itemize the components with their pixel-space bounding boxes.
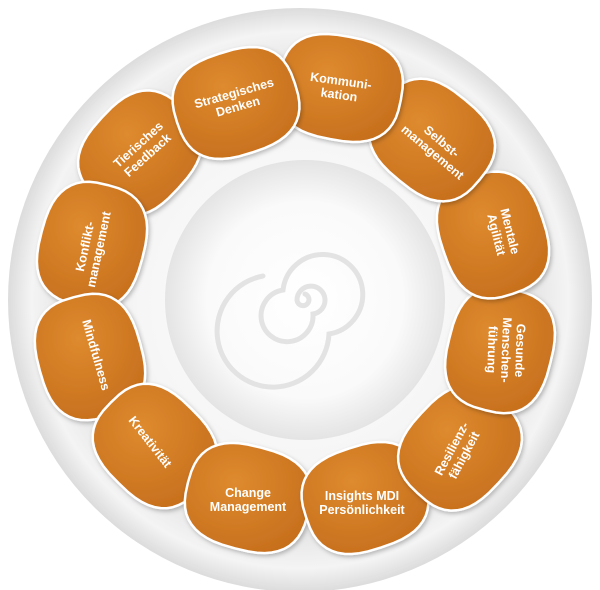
segment-label-line: Insights MDI: [325, 489, 399, 503]
segments-layer: TierischesFeedbackKonflikt-managementMin…: [33, 32, 557, 556]
segment-gesunde-menschenfuehrung: GesundeMenschen-führung: [443, 285, 557, 415]
segment-label-line: Gesunde: [512, 324, 528, 378]
segment-shape-strategisches-denken: [171, 45, 301, 161]
segment-label-line: Change: [225, 486, 271, 500]
segment-strategisches-denken: StrategischesDenken: [171, 45, 301, 161]
segment-label-gesunde-menschenfuehrung: GesundeMenschen-führung: [484, 317, 528, 384]
segment-kreativitaet: Kreativität: [91, 382, 219, 510]
inner-well: [165, 160, 445, 440]
segment-label-line: führung: [484, 326, 500, 374]
segment-kommunikation: Kommuni-kation: [275, 32, 405, 144]
segment-label-line: Persönlichkeit: [319, 503, 405, 517]
segment-label-line: Management: [210, 500, 287, 514]
segment-label-line: Menschen-: [498, 317, 514, 383]
segment-label-kommunikation: Kommuni-kation: [307, 70, 372, 106]
segment-konfliktmanagement: Konflikt-management: [35, 180, 149, 310]
segment-selbstmanagement: Selbst-management: [367, 77, 497, 203]
segment-label-line: kation: [320, 85, 358, 104]
center-spiral: [214, 252, 366, 390]
segment-mindfulness: Mindfulness: [33, 292, 147, 422]
plate-rim: [13, 13, 587, 587]
